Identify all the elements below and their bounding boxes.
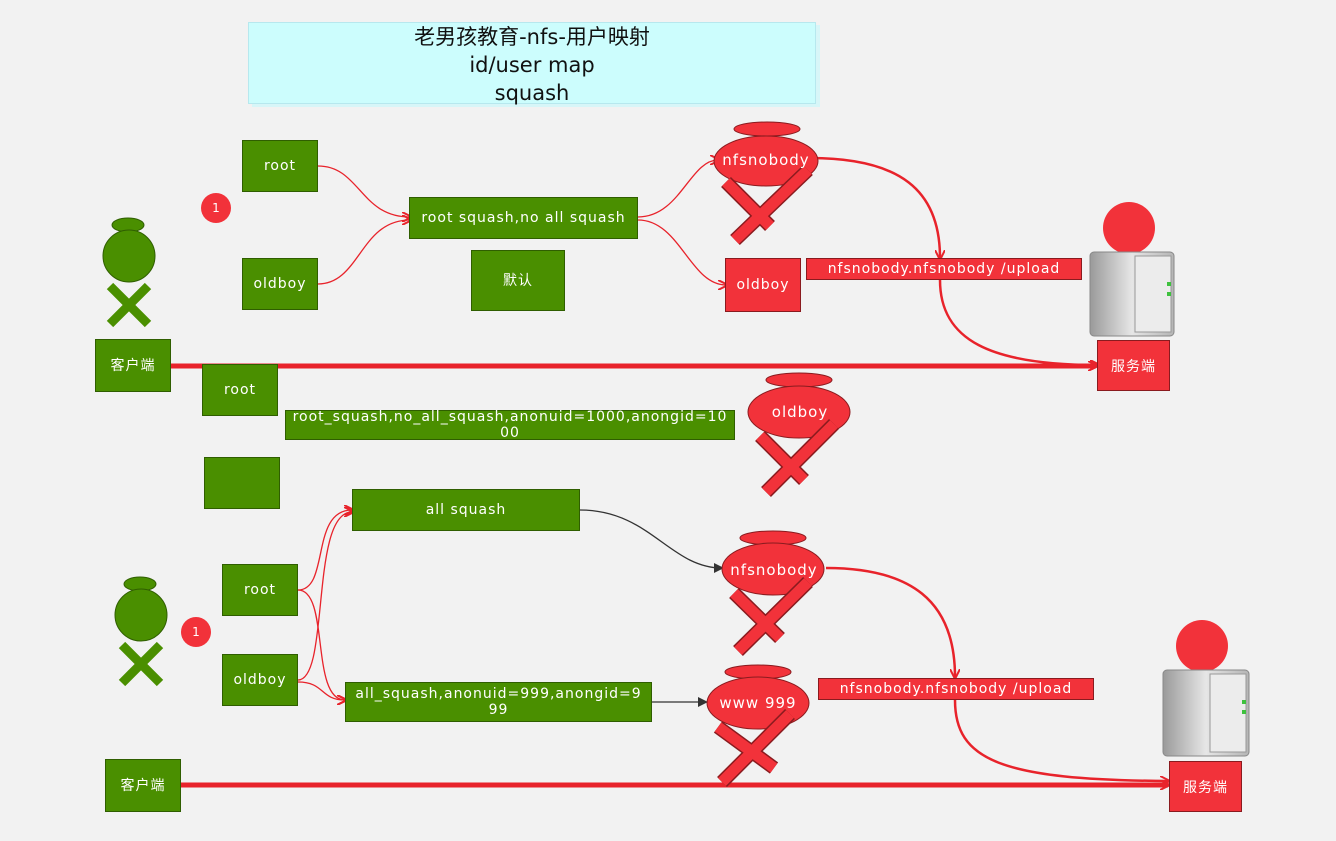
- edge-option-to-nfsnobody: [637, 160, 718, 218]
- node-user-oldboy-bottom: oldboy: [222, 654, 298, 706]
- node-option-anonuid-1000: root_squash,no_all_squash,anonuid=1000,a…: [285, 409, 735, 441]
- server-icon-bottom: [1162, 620, 1250, 757]
- label-oldboy-middle: oldboy: [771, 403, 829, 421]
- label-nfsnobody-top: nfsnobody: [722, 151, 810, 169]
- node-option-all-squash: all squash: [352, 489, 580, 531]
- node-client-bottom: 客户端: [105, 759, 181, 812]
- title-line-2: id/user map: [469, 53, 595, 77]
- title-line-1: 老男孩教育-nfs-用户映射: [414, 25, 650, 49]
- node-permission-bottom: nfsnobody.nfsnobody /upload: [818, 678, 1094, 700]
- node-option-root-squash: root squash,no all squash: [409, 197, 638, 239]
- server-icon-top: [1089, 202, 1175, 337]
- edge-root-to-allsquash: [297, 510, 352, 591]
- node-user-root-bottom: root: [222, 564, 298, 616]
- node-default-label: 默认: [471, 250, 565, 311]
- node-server-bottom: 服务端: [1169, 761, 1242, 812]
- node-user-oldboy-top: oldboy: [242, 258, 318, 310]
- edge-oldboy-to-allsquash: [297, 512, 352, 681]
- node-option-anonuid-999: all_squash,anonuid=999,anongid=999: [345, 682, 652, 722]
- title-line-3: squash: [494, 81, 570, 105]
- edge-oldboy-to-anon: [297, 681, 345, 700]
- edge-nfsnobody-to-perm: [809, 156, 940, 258]
- edge-nfsnobody-to-perm-bottom: [825, 566, 955, 677]
- edge-perm-to-server: [938, 279, 1098, 365]
- client-person-icon-top: [102, 217, 156, 328]
- client-person-icon-bottom: [114, 576, 168, 687]
- step-badge-top: 1: [201, 193, 231, 223]
- edge-root-to-option: [317, 165, 410, 217]
- node-server-top: 服务端: [1097, 340, 1170, 391]
- edge-perm-to-server-bottom: [953, 699, 1168, 781]
- label-www-bottom: www 999: [719, 694, 797, 712]
- node-empty-green: [204, 457, 280, 509]
- node-mapped-oldboy-top: oldboy: [725, 258, 801, 312]
- node-user-root-middle: root: [202, 364, 278, 416]
- nfsnobody-pot-icon-bottom: [721, 530, 825, 656]
- edge-allsquash-to-nfsnobody: [579, 509, 724, 573]
- oldboy-pot-icon-middle: [747, 372, 851, 497]
- edge-option-to-oldboy: [637, 219, 726, 285]
- node-permission-top: nfsnobody.nfsnobody /upload: [806, 258, 1082, 280]
- node-user-root-top: root: [242, 140, 318, 192]
- nfsnobody-pot-icon-top: [713, 121, 819, 246]
- label-nfsnobody-bottom: nfsnobody: [730, 561, 818, 579]
- edge-root-to-anon: [297, 589, 345, 700]
- node-client-top: 客户端: [95, 339, 171, 392]
- step-badge-bottom: 1: [181, 617, 211, 647]
- edge-oldboy-to-option: [317, 220, 410, 285]
- www-pot-icon-bottom: [706, 664, 810, 787]
- diagram-title: 老男孩教育-nfs-用户映射 id/user map squash: [248, 22, 816, 105]
